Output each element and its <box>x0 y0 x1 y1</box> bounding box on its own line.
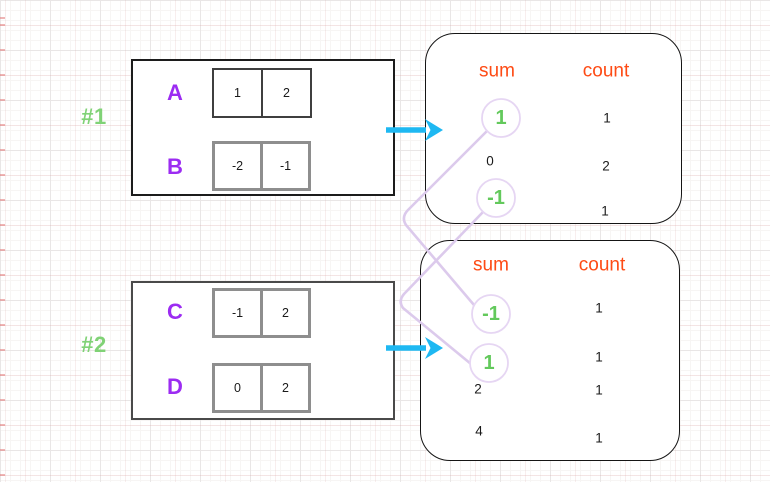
ex2-sum-value-1: 1 <box>483 352 495 374</box>
array-c-cells: -1 2 <box>212 288 311 338</box>
grid-margin-ticks <box>0 0 5 482</box>
ex1-count-value-2: 1 <box>601 203 609 219</box>
ex2-count-value-2: 1 <box>595 382 603 398</box>
example-2-sum-table <box>420 240 680 461</box>
array-b-cell-1: -1 <box>260 141 311 191</box>
ex1-sum-value-1: 0 <box>486 153 494 169</box>
count-header-2: count <box>578 254 626 276</box>
array-a-cell-0: 1 <box>212 68 263 118</box>
ex1-sum-value-0: 1 <box>495 107 507 129</box>
array-a-label: A <box>167 80 183 105</box>
array-c-cell-0: -1 <box>212 288 263 338</box>
sum-header-1: sum <box>479 60 515 82</box>
ex2-sum-value-0: -1 <box>482 303 500 325</box>
array-b-cells: -2 -1 <box>212 141 311 191</box>
array-d-cell-1: 2 <box>260 363 311 413</box>
array-d-cell-0: 0 <box>212 363 263 413</box>
ex2-count-value-3: 1 <box>595 430 603 446</box>
example-2-label: #2 <box>81 332 107 357</box>
count-header-1: count <box>582 60 630 82</box>
array-b-cell-0: -2 <box>212 141 263 191</box>
ex1-sum-value-2: -1 <box>487 187 505 209</box>
ex1-count-value-1: 2 <box>602 158 610 174</box>
ex2-sum-value-2: 2 <box>474 381 482 397</box>
example-1-sum-table <box>425 33 682 224</box>
ex1-count-value-0: 1 <box>603 110 611 126</box>
array-d-label: D <box>167 374 183 399</box>
array-b-label: B <box>167 154 183 179</box>
array-d-cells: 0 2 <box>212 363 311 413</box>
ex2-count-value-0: 1 <box>595 300 603 316</box>
sum-header-2: sum <box>473 254 509 276</box>
array-a-cells: 1 2 <box>212 68 312 118</box>
ex2-count-value-1: 1 <box>595 349 603 365</box>
ex2-sum-value-3: 4 <box>475 423 483 439</box>
example-1-label: #1 <box>81 104 107 129</box>
array-c-label: C <box>167 299 183 324</box>
array-a-cell-1: 2 <box>261 68 312 118</box>
array-c-cell-1: 2 <box>260 288 311 338</box>
